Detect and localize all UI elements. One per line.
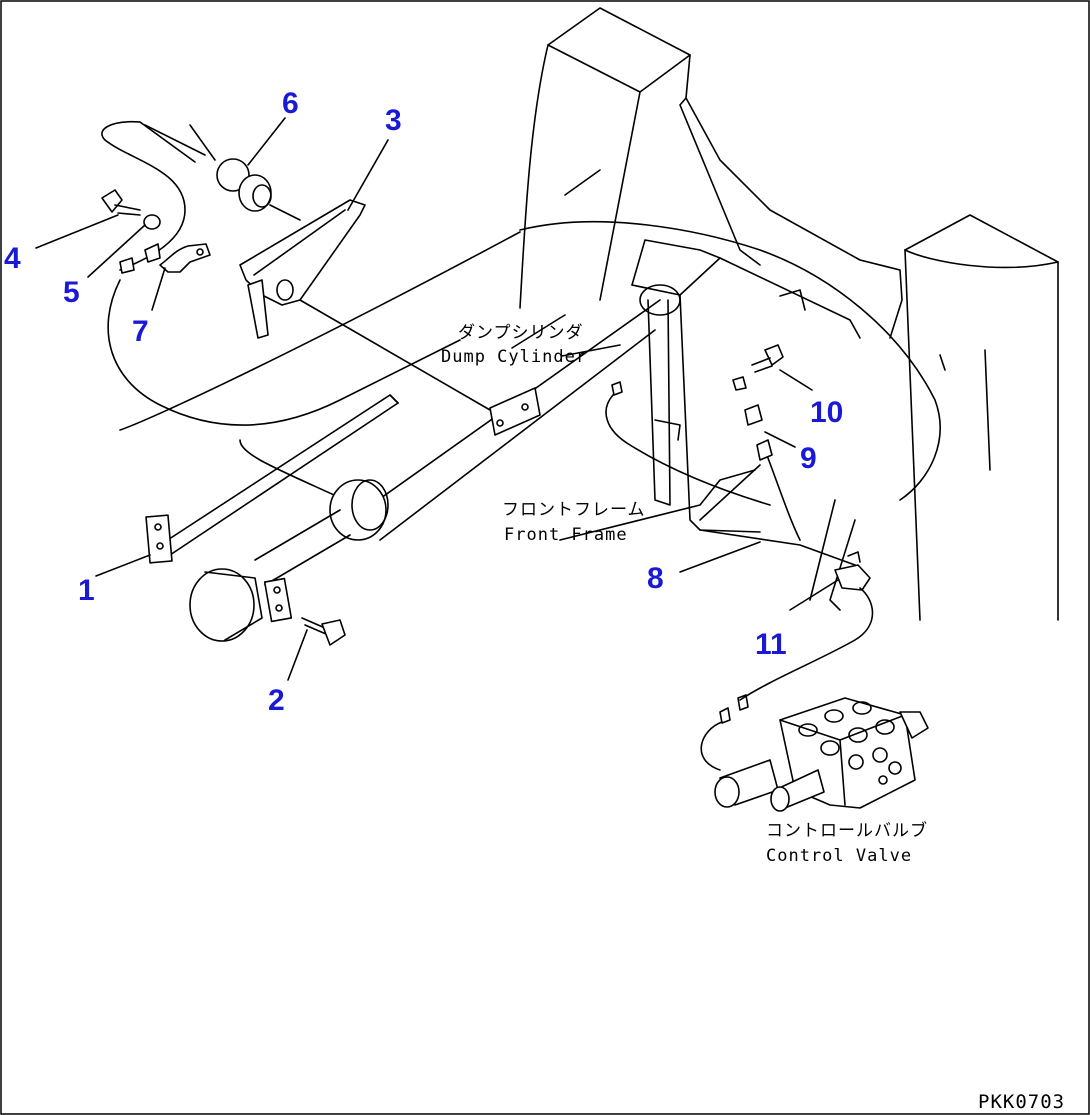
part6-switch [101,120,301,271]
label-control-valve-jp: コントロールバルブ [766,820,928,841]
leader-front-frame [559,469,756,541]
label-control-valve-en: Control Valve [766,846,912,866]
small-parts-left [101,189,461,426]
leader-11 [789,579,839,611]
callout-9: 9 [800,442,817,475]
callout-7: 7 [132,315,149,348]
leader-lines [35,117,839,681]
leader-6 [247,117,286,166]
leader-1 [95,554,151,577]
callout-4: 4 [4,242,21,275]
leader-9 [764,431,796,448]
leader-7 [151,267,166,311]
part3-bracket [239,199,491,411]
part-labels: ダンプシリンダ Dump Cylinder フロントフレーム Front Fra… [441,323,1065,1113]
label-front-frame-en: Front Frame [504,525,628,545]
callout-10: 10 [810,396,843,429]
leader-10 [779,369,813,391]
part2-bolt [301,617,346,646]
callout-1: 1 [78,574,95,607]
callout-3: 3 [385,104,402,137]
dump-cylinder-drawing [189,284,681,642]
label-dump-cylinder-en: Dump Cylinder [441,347,587,367]
callout-5: 5 [63,276,80,309]
leader-8 [679,541,761,573]
label-dump-cylinder-jp: ダンプシリンダ [458,323,584,343]
drawing-code: PKK0703 [978,1091,1065,1113]
leader-5 [87,224,146,278]
leader-3 [347,139,389,211]
label-front-frame-jp: フロントフレーム [502,500,646,520]
callout-2: 2 [268,684,285,717]
small-parts-right [605,344,874,701]
leader-4 [35,214,119,249]
callout-6: 6 [282,87,299,120]
leader-2 [287,629,308,681]
part1-bar [145,394,399,564]
control-valve-drawing [700,694,929,812]
leader-dump-cylinder-2 [561,344,621,357]
leader-dump-cylinder [511,314,566,349]
callout-numbers: 1 2 3 4 5 6 7 8 9 10 11 [4,87,843,717]
callout-11: 11 [755,628,787,661]
callout-8: 8 [647,562,664,595]
front-frame-drawing [119,7,1059,621]
